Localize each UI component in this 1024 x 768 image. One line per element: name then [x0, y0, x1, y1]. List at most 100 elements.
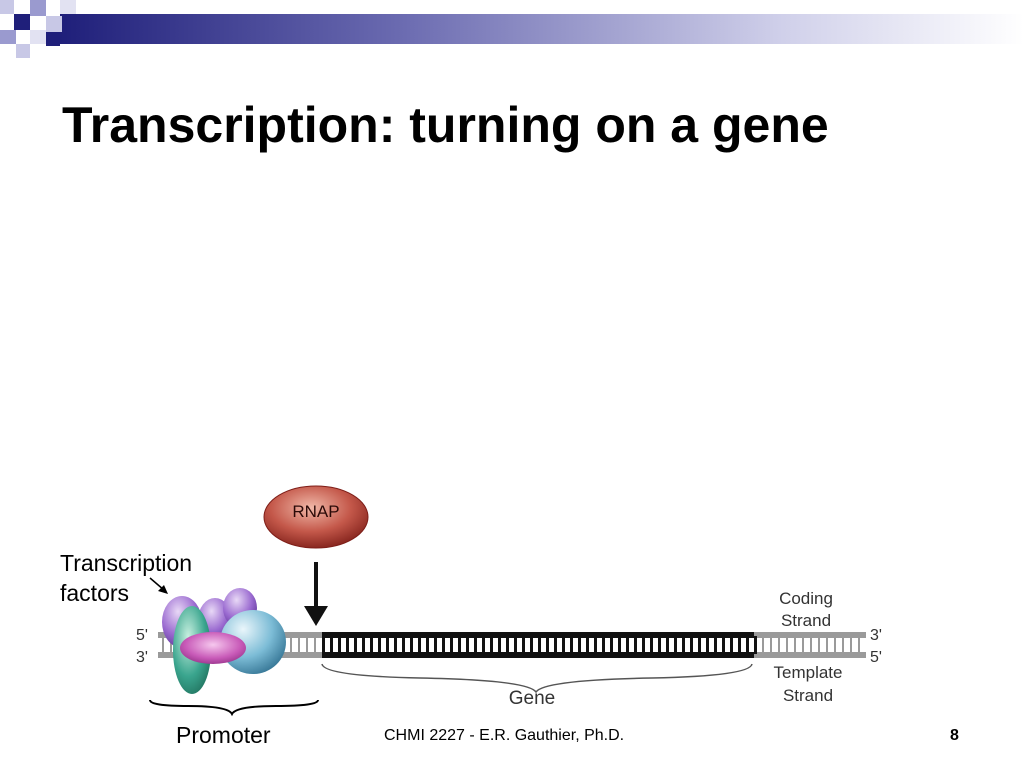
base-pair-rung [850, 636, 852, 654]
page-number: 8 [950, 727, 959, 744]
transcription-factor-magenta [180, 632, 246, 664]
base-pair-rung [450, 636, 453, 654]
base-pair-rung [498, 636, 501, 654]
tf-pointer-arrow-head [158, 585, 168, 594]
header-square [46, 16, 62, 32]
header-square [60, 0, 76, 14]
base-pair-rung [538, 636, 541, 654]
base-pair-rung [554, 636, 557, 654]
base-pair-rung [730, 636, 733, 654]
base-pair-rung [562, 636, 565, 654]
base-pair-rung [402, 636, 405, 654]
transcription-factors-label-line: factors [60, 580, 130, 606]
base-pair-rung [794, 636, 796, 654]
rnap-label: RNAP [292, 502, 339, 521]
header-square [46, 32, 60, 46]
base-pair-rung [426, 636, 429, 654]
base-pair-rung [626, 636, 629, 654]
base-pair-rung [354, 636, 357, 654]
template-strand-label: Strand [783, 686, 833, 705]
base-pair-rung [442, 636, 445, 654]
base-pair-rung [410, 636, 413, 654]
base-pair-rung [322, 636, 325, 654]
base-pair-rung [754, 636, 757, 654]
base-pair-rung [330, 636, 333, 654]
base-pair-rung [394, 636, 397, 654]
base-pair-rung [346, 636, 349, 654]
base-pair-rung [474, 636, 477, 654]
base-pair-rung [434, 636, 437, 654]
five-prime-right-label: 5' [870, 649, 882, 666]
base-pair-rung [634, 636, 637, 654]
base-pair-rung [658, 636, 661, 654]
base-pair-rung [378, 636, 381, 654]
base-pair-rung [490, 636, 493, 654]
rnap-enzyme [263, 485, 369, 549]
base-pair-rung [706, 636, 709, 654]
transcription-diagram: 5' 3' 3' 5' Coding Strand Template Stran… [136, 485, 882, 717]
template-strand-label: Template [774, 663, 843, 682]
transcription-factors-label-line: Transcription [60, 550, 193, 576]
base-pair-rung [834, 636, 836, 654]
base-pair-rung [738, 636, 741, 654]
base-pair-rung [338, 636, 341, 654]
base-pair-rung [698, 636, 701, 654]
header-square [16, 44, 30, 58]
base-pair-rung [570, 636, 573, 654]
header-square [0, 0, 14, 14]
header-square [30, 0, 46, 16]
base-pair-rung [298, 636, 300, 654]
base-pair-rung [818, 636, 820, 654]
promoter-label: Promoter [176, 722, 271, 748]
base-pair-rung [482, 636, 485, 654]
base-pair-rung [586, 636, 589, 654]
slide-title: Transcription: turning on a gene [62, 97, 829, 153]
base-pair-rung [362, 636, 365, 654]
base-pair-rung [778, 636, 780, 654]
base-pair-rung [674, 636, 677, 654]
base-pair-rung [650, 636, 653, 654]
base-pair-rung [386, 636, 389, 654]
coding-strand-label: Coding [779, 589, 833, 608]
base-pair-rung [722, 636, 725, 654]
base-pair-rung [826, 636, 828, 654]
base-pair-rung [802, 636, 804, 654]
slide-footer: CHMI 2227 - E.R. Gauthier, Ph.D. [384, 727, 625, 744]
base-pair-rung [370, 636, 373, 654]
gene-label: Gene [509, 688, 555, 709]
header-decoration [0, 0, 1024, 58]
base-pair-rung [578, 636, 581, 654]
base-pair-rung [546, 636, 549, 654]
promoter-brace [149, 699, 319, 717]
base-pair-rung [514, 636, 517, 654]
base-pair-rung [170, 636, 172, 654]
transcription-factors-label: Transcription factors [60, 548, 192, 608]
base-pair-rung [842, 636, 844, 654]
base-pair-rung [290, 636, 292, 654]
header-gradient-bar [60, 14, 1024, 44]
base-pair-rung [786, 636, 788, 654]
base-pair-rung [458, 636, 461, 654]
base-pair-rung [666, 636, 669, 654]
base-pair-rung [810, 636, 812, 654]
base-pair-rung [690, 636, 693, 654]
base-pair-rung [418, 636, 421, 654]
base-pair-rung [770, 636, 772, 654]
base-pair-rung [314, 636, 316, 654]
gene-template-strand [322, 652, 754, 658]
header-square [0, 30, 16, 44]
base-pair-rung [714, 636, 717, 654]
gene-brace [321, 663, 753, 694]
base-pair-rung [530, 636, 533, 654]
base-pair-rung [594, 636, 597, 654]
base-pair-rung [522, 636, 525, 654]
base-pair-rung [642, 636, 645, 654]
base-pair-rung [306, 636, 308, 654]
base-pair-rung [618, 636, 621, 654]
base-pair-rung [762, 636, 764, 654]
base-pair-rung [466, 636, 469, 654]
base-pair-rung [610, 636, 613, 654]
coding-strand-label: Strand [781, 611, 831, 630]
three-prime-right-label: 3' [870, 627, 882, 644]
base-pair-rung [746, 636, 749, 654]
